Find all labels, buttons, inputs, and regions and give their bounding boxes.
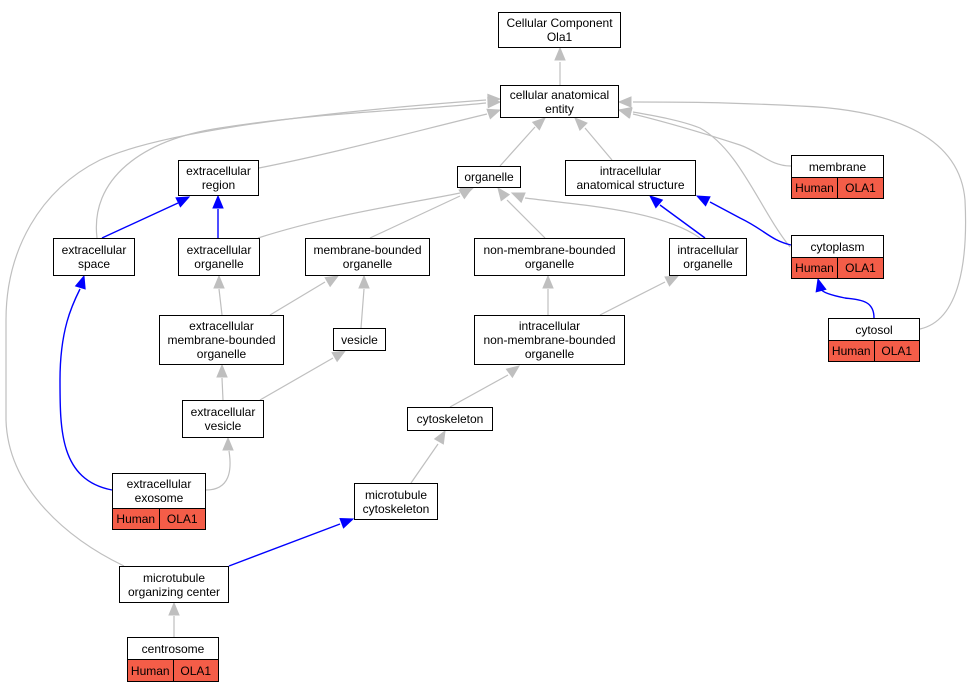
arrowhead (531, 117, 546, 131)
edge-cae-root (554, 46, 566, 85)
arrowhead (168, 601, 180, 616)
edges (5, 46, 967, 637)
arrowhead (510, 192, 526, 204)
edge-ico-org (510, 192, 701, 239)
node-intracellular-non-membrane-bounded-organelle[interactable]: intracellular non-membrane-bounded organ… (474, 315, 625, 365)
node-cytoplasm[interactable]: cytoplasm (791, 235, 884, 258)
species-label: Human (831, 344, 871, 358)
arrowhead (213, 274, 225, 289)
arrowhead (664, 275, 680, 287)
species-label: Human (116, 512, 156, 526)
node-extracellular-space[interactable]: extracellular space (53, 238, 135, 276)
node-vesicle[interactable]: vesicle (333, 328, 386, 351)
arrowhead (617, 96, 632, 108)
arrowhead (175, 196, 191, 208)
node-extracellular-vesicle[interactable]: extracellular vesicle (182, 400, 264, 438)
arrowhead (324, 275, 340, 288)
node-cytosol[interactable]: cytosol (828, 318, 920, 341)
edge-cyt-ias (695, 195, 792, 246)
edge-ias-cae (574, 117, 613, 161)
arrowhead (487, 93, 502, 106)
arrowhead (358, 274, 370, 289)
edge-ecs-cae (95, 96, 502, 239)
gene-label: OLA1 (837, 178, 883, 198)
arrowhead (222, 436, 234, 451)
species-label: Human (795, 181, 834, 195)
edge-csk-inmb (449, 365, 521, 408)
edge-emb-mbo (269, 275, 340, 316)
node-membrane-bounded-organelle[interactable]: membrane-bounded organelle (305, 238, 430, 276)
node-non-membrane-bounded-organelle[interactable]: non-membrane-bounded organelle (474, 238, 625, 276)
edge-ecs-ecr (101, 196, 191, 239)
edge-mtoc-mtc (228, 517, 355, 567)
species-label: Human (795, 261, 834, 275)
node-extracellular-region[interactable]: extracellular region (178, 160, 259, 196)
arrowhead (458, 187, 474, 200)
edge-inmb-ico (599, 275, 680, 316)
edge-mbo-org (369, 187, 474, 239)
edge-csl-cae (617, 96, 967, 330)
arrowhead (649, 195, 664, 209)
edge-mtc-csk (410, 429, 446, 484)
edge-eco-org (257, 187, 475, 239)
node-extracellular-membrane-bounded-organelle[interactable]: extracellular membrane-bounded organelle (159, 315, 284, 365)
edge-ecv-emb (216, 363, 228, 401)
node-cellular-component[interactable]: Cellular Component Ola1 (498, 12, 621, 48)
node-membrane[interactable]: membrane (791, 155, 884, 178)
edge-mtoc-cae (5, 93, 502, 567)
species-label: Human (130, 663, 170, 678)
edge-emb-eco (213, 274, 225, 316)
edge-cen-mtoc (168, 601, 180, 637)
node-cytoskeleton[interactable]: cytoskeleton (407, 407, 493, 431)
arrowhead (695, 195, 711, 207)
arrowhead (339, 517, 355, 529)
edge-exo-ecs (59, 274, 113, 491)
edge-ecr-cae (258, 108, 502, 169)
edge-eco-ecr (212, 194, 224, 238)
arrowhead (505, 365, 521, 379)
node-cellular-anatomical-entity[interactable]: cellular anatomical entity (500, 85, 619, 118)
arrowhead (331, 350, 347, 363)
arrowhead (574, 117, 588, 131)
edge-csl-cyt (815, 277, 875, 319)
edge-ves-mbo (358, 274, 370, 329)
arrowhead (617, 106, 633, 119)
node-microtubule-cytoskeleton[interactable]: microtubule cytoskeleton (354, 483, 438, 520)
edge-exo-ecv (205, 436, 234, 491)
arrowhead (815, 277, 827, 293)
edge-ecv-ves (259, 350, 347, 401)
gene-label: OLA1 (158, 509, 206, 529)
node-extracellular-organelle[interactable]: extracellular organelle (178, 238, 260, 276)
arrowhead (433, 429, 446, 445)
edge-mem-cae (617, 107, 792, 167)
node-intracellular-organelle[interactable]: intracellular organelle (669, 238, 747, 276)
arrowhead (542, 274, 554, 289)
node-extracellular-exosome[interactable]: extracellular exosome (112, 473, 206, 509)
arrowhead (497, 186, 511, 202)
gene-label: OLA1 (837, 258, 883, 278)
edge-nmbo-org (497, 186, 546, 239)
edge-cyt-cae (617, 106, 791, 248)
edge-inmb-nmbo (542, 274, 554, 315)
node-intracellular-anatomical-structure[interactable]: intracellular anatomical structure (565, 160, 696, 196)
arrowhead (74, 274, 86, 290)
arrowhead (486, 108, 502, 120)
arrowhead (212, 194, 224, 209)
node-organelle[interactable]: organelle (457, 166, 521, 188)
gene-label: OLA1 (172, 660, 219, 681)
edge-ico-ias (649, 195, 706, 239)
node-microtubule-organizing-center[interactable]: microtubule organizing center (119, 566, 229, 603)
node-centrosome[interactable]: centrosome (127, 637, 219, 660)
edge-org-cae (499, 117, 546, 167)
arrowhead (216, 363, 228, 378)
gene-label: OLA1 (873, 341, 920, 361)
arrowhead (554, 46, 566, 61)
